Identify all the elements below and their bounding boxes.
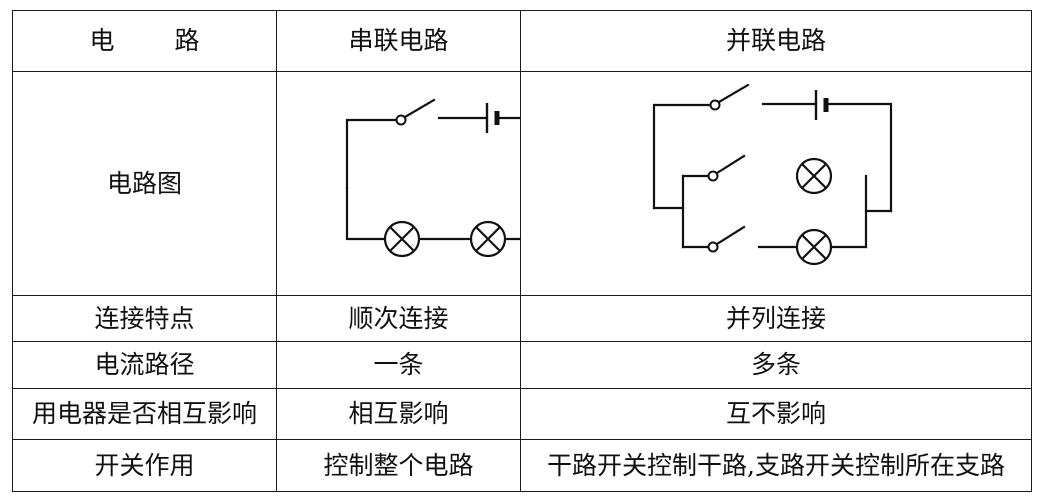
parallel-branch1-switch-pivot	[707, 170, 719, 182]
row-parallel-value: 互不影响	[520, 387, 1032, 441]
series-circuit-diagram	[345, 98, 521, 257]
table-row: 用电器是否相互影响 相互影响 互不影响	[12, 387, 1032, 441]
series-lamp-2	[469, 220, 507, 257]
parallel-branch2-switch-blade	[715, 225, 746, 246]
parallel-main-switch-blade	[717, 83, 750, 104]
row-parallel-value: 并列连接	[520, 295, 1032, 343]
parallel-branch2-lamp	[795, 228, 833, 265]
header-circuit-part2: 路	[174, 26, 200, 56]
comparison-table-container: 电路 串联电路 并联电路 电路图	[12, 9, 1032, 492]
parallel-diagram-cell	[520, 71, 1032, 297]
row-series-value: 控制整个电路	[276, 439, 521, 492]
circuit-comparison-table: 电路 串联电路 并联电路 电路图	[12, 9, 1032, 492]
row-series-value: 顺次连接	[276, 295, 521, 343]
table-row: 电流路径 一条 多条	[12, 341, 1032, 389]
row-label: 开关作用	[12, 439, 277, 492]
series-diagram-cell	[276, 71, 521, 297]
parallel-main-switch-pivot	[709, 99, 721, 111]
table-row: 开关作用 控制整个电路 干路开关控制干路,支路开关控制所在支路	[12, 439, 1032, 492]
table-row: 连接特点 顺次连接 并列连接	[12, 295, 1032, 343]
series-switch-pivot	[395, 114, 407, 126]
diagram-row-label: 电路图	[12, 71, 277, 297]
row-parallel-value: 多条	[520, 341, 1032, 389]
series-wire-right	[497, 116, 521, 119]
row-label: 电流路径	[12, 341, 277, 389]
parallel-wire-main-right	[826, 102, 893, 212]
row-series-value: 一条	[276, 341, 521, 389]
diagram-row: 电路图	[12, 71, 1032, 297]
series-wire-left	[345, 118, 399, 189]
row-series-value: 相互影响	[276, 387, 521, 441]
parallel-branch2-switch-pivot	[707, 241, 719, 253]
header-parallel: 并联电路	[520, 9, 1032, 73]
row-label: 连接特点	[12, 295, 277, 343]
series-switch-blade	[403, 98, 436, 119]
parallel-branch1-switch-blade	[715, 154, 746, 175]
parallel-branch1-lamp	[795, 157, 833, 194]
parallel-wire-main-left	[652, 103, 713, 209]
row-label: 用电器是否相互影响	[12, 387, 277, 441]
series-lamp-1	[383, 220, 421, 257]
parallel-circuit-diagram	[652, 83, 893, 265]
header-row: 电路 串联电路 并联电路	[12, 9, 1032, 73]
header-circuit: 电路	[12, 9, 277, 73]
header-circuit-part1: 电	[89, 26, 115, 56]
row-parallel-value: 干路开关控制干路,支路开关控制所在支路	[520, 439, 1032, 492]
header-series: 串联电路	[276, 9, 521, 73]
